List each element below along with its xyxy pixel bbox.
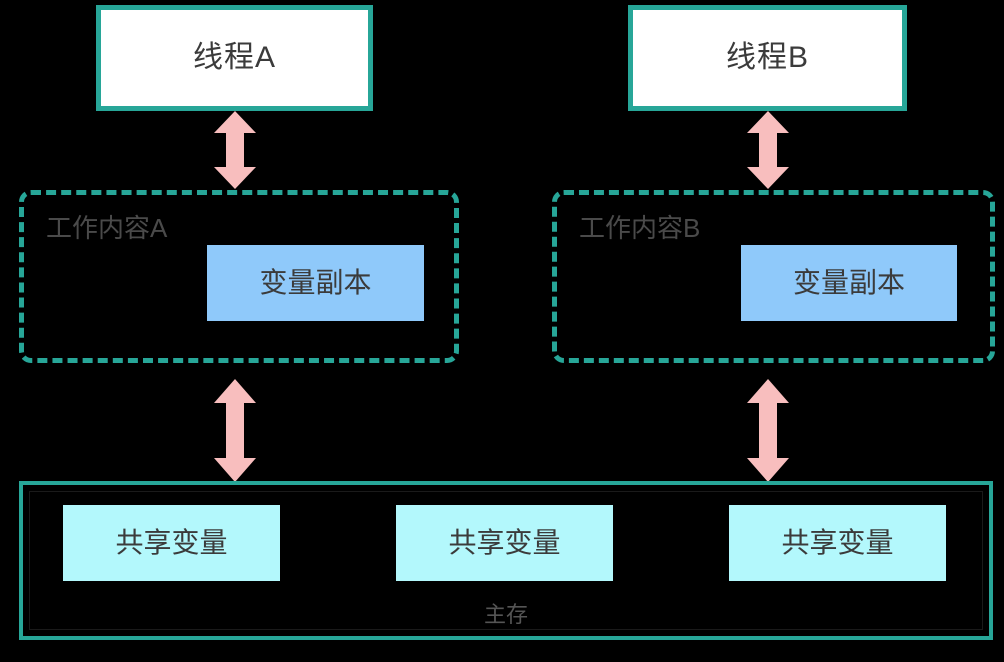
variable-copy-a-box[interactable]: 变量副本 [207,245,424,321]
double-arrow-icon [747,379,789,482]
working-memory-b-box[interactable]: 工作内容B [552,190,995,363]
thread-a-box[interactable]: 线程A [96,5,373,111]
thread-b-label: 线程B [725,41,809,74]
shared-variable-box-1[interactable]: 共享变量 [63,505,280,581]
arrow-thread-b-to-working-memory-b [745,111,791,189]
main-memory-box[interactable] [19,481,993,640]
shared-variable-label-1: 共享变量 [115,527,228,558]
variable-copy-b-label: 变量副本 [792,267,905,298]
working-memory-b-label: 工作内容B [579,213,701,243]
arrow-working-memory-b-to-main-memory [745,379,791,482]
shared-variable-box-2[interactable]: 共享变量 [396,505,613,581]
double-arrow-icon [747,111,789,189]
working-memory-a-label: 工作内容A [46,213,168,243]
main-memory-label-text: 主存 [483,602,528,627]
double-arrow-icon [214,111,256,189]
shared-variable-label-3: 共享变量 [781,527,894,558]
variable-copy-a-label: 变量副本 [259,267,372,298]
arrow-working-memory-a-to-main-memory [212,379,258,482]
main-memory-inner-frame [29,491,983,630]
variable-copy-b-box[interactable]: 变量副本 [741,245,957,321]
double-arrow-icon [214,379,256,482]
shared-variable-box-3[interactable]: 共享变量 [729,505,946,581]
working-memory-a-box[interactable]: 工作内容A [19,190,459,363]
shared-variable-label-2: 共享变量 [448,527,561,558]
thread-a-label: 线程A [192,41,276,74]
arrow-thread-a-to-working-memory-a [212,111,258,189]
main-memory-label: 主存 [19,604,993,626]
thread-b-box[interactable]: 线程B [628,5,907,111]
